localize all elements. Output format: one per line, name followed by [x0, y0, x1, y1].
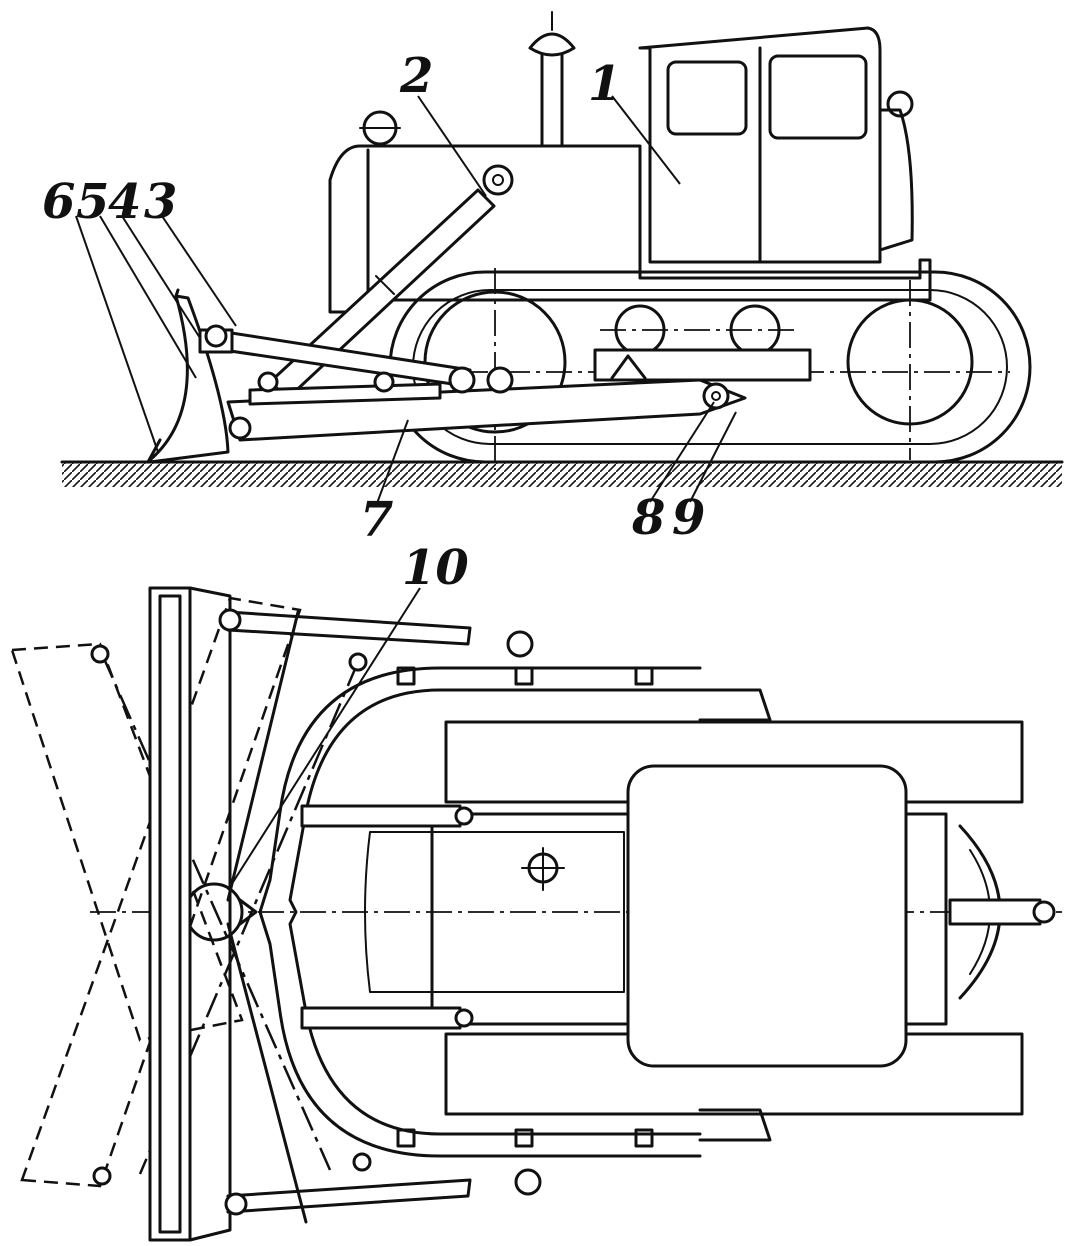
callout-3: 3	[144, 174, 177, 230]
exhaust-pipe	[540, 50, 564, 148]
blade-plan	[148, 586, 542, 1242]
u-frame	[258, 666, 702, 1158]
cab	[638, 26, 882, 264]
callout-8: 8	[631, 490, 665, 546]
tractor-body	[328, 11, 932, 314]
ground	[60, 460, 1064, 487]
cab-window	[666, 60, 748, 136]
callout-10: 10	[402, 540, 469, 596]
cab-roof	[626, 764, 908, 1068]
crawler-track	[388, 268, 1032, 470]
lift-cylinder	[268, 164, 514, 400]
rear-drive-sprocket	[846, 298, 974, 426]
side-view	[60, 11, 1064, 487]
callout-4: 4	[108, 174, 141, 230]
moldboard	[148, 294, 230, 464]
callout-6: 6	[42, 174, 75, 230]
callout-1: 1	[588, 56, 621, 112]
cab-window	[768, 54, 868, 140]
callouts: 1 2 3 4 5 6 7 8 9 10	[42, 48, 705, 596]
push-frame	[208, 328, 747, 442]
callout-7: 7	[360, 492, 393, 548]
plan-view	[10, 586, 1062, 1242]
callout-5: 5	[76, 174, 109, 230]
callout-9: 9	[672, 490, 705, 546]
pivot-joint	[702, 382, 730, 410]
blade-side	[146, 288, 252, 464]
leader-lines	[75, 95, 737, 891]
cutting-edge	[148, 586, 192, 1242]
callout-2: 2	[399, 48, 433, 104]
